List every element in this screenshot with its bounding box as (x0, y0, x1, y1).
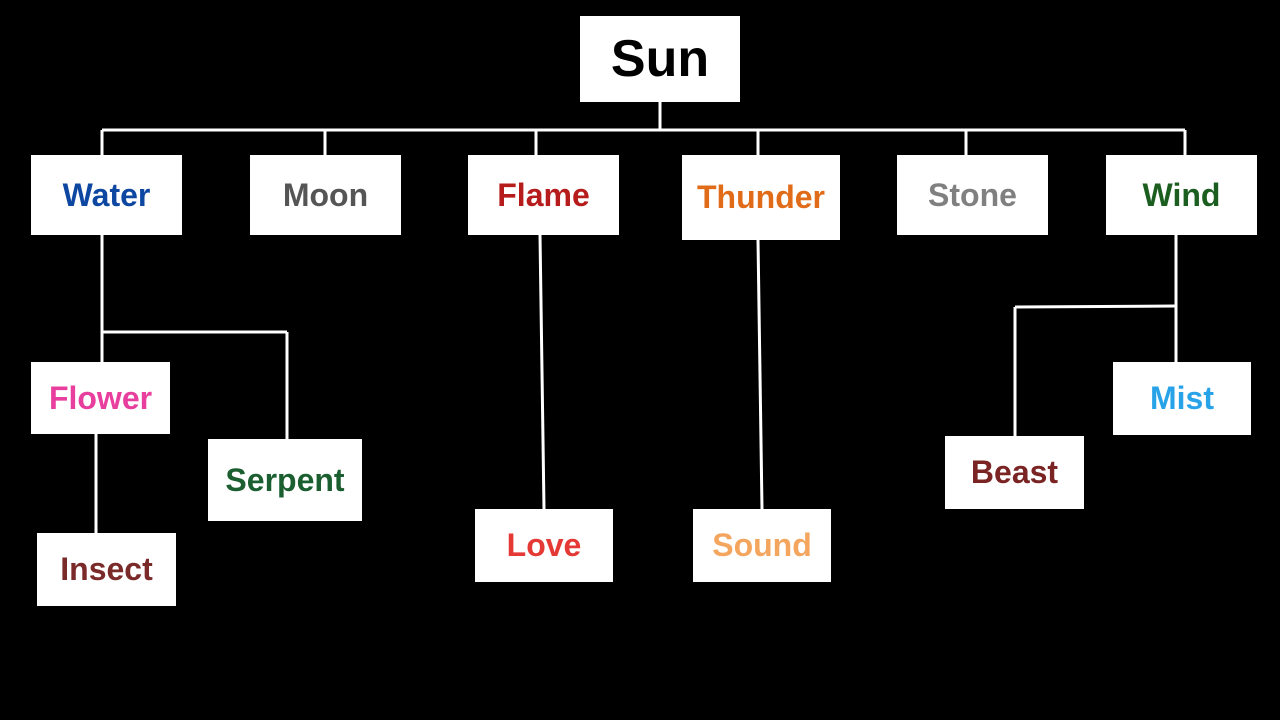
node-sound: Sound (693, 509, 831, 582)
node-insect: Insect (37, 533, 176, 606)
node-love: Love (475, 509, 613, 582)
node-flower: Flower (31, 362, 170, 434)
node-mist: Mist (1113, 362, 1251, 435)
connector-love (538, 234, 546, 510)
node-serpent: Serpent (208, 439, 362, 521)
node-flame: Flame (468, 155, 619, 235)
connector-sound (756, 239, 764, 510)
node-moon: Moon (250, 155, 401, 235)
node-thunder: Thunder (682, 155, 840, 240)
node-wind: Wind (1106, 155, 1257, 235)
connector-wind-branch (1014, 304, 1177, 309)
node-beast: Beast (945, 436, 1084, 509)
node-stone: Stone (897, 155, 1048, 235)
node-water: Water (31, 155, 182, 235)
node-sun: Sun (580, 16, 740, 102)
